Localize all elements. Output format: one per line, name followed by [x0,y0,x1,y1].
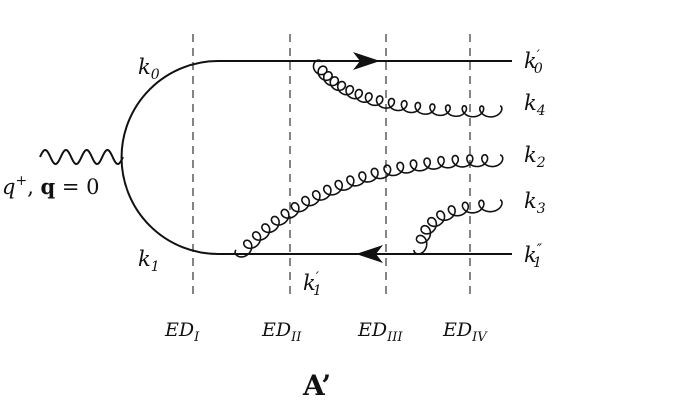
gluon-k3 [413,199,503,255]
photon-line [39,148,124,166]
energy-denominator-cuts [192,34,471,300]
label-k1: k1 [138,247,160,275]
label-k4: k4 [524,91,546,119]
label-k3: k3 [524,189,546,217]
diagram-title: A’ [302,369,331,402]
ed-label-4: EDIV [442,319,488,345]
ed-label-3: EDIII [357,319,403,345]
label-k2: k2 [524,143,546,171]
label-k1-prime: k′1 [303,270,322,299]
ed-label-2: EDII [261,319,302,345]
photon-label: q+, q = 0 [2,173,100,199]
gluon-k2 [234,153,504,258]
label-k0: k0 [138,55,160,83]
gluon-k4 [312,59,503,118]
label-k0-prime: k′0 [524,48,543,77]
quark-line [120,60,512,255]
ed-label-1: EDI [164,319,200,345]
arrow-upper-icon [353,52,380,70]
arrow-lower-icon [356,245,383,263]
label-k1-double-prime: k″1 [524,242,543,271]
